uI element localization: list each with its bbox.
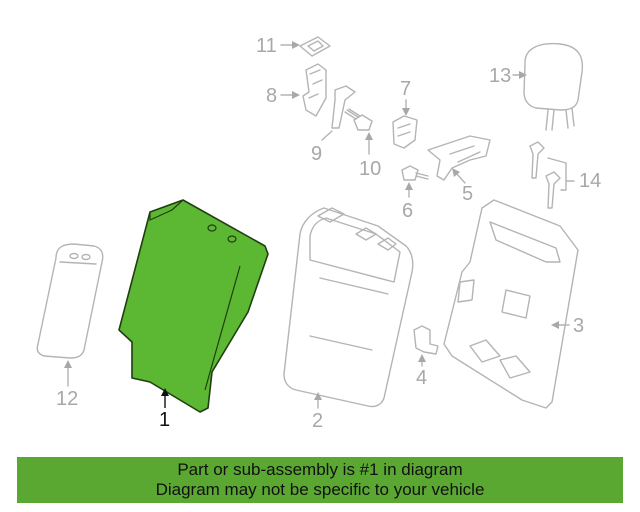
callout-14: 14: [547, 157, 601, 192]
callout-4: 4: [416, 354, 427, 389]
part-14-guides[interactable]: [529, 141, 561, 209]
part-1-seatback-pad[interactable]: [118, 199, 269, 413]
callout-12: 12: [56, 360, 78, 410]
callout-3: 3: [551, 315, 584, 337]
svg-text:6: 6: [402, 200, 413, 222]
svg-text:12: 12: [56, 388, 78, 410]
svg-text:9: 9: [311, 143, 322, 165]
part-6-screw[interactable]: [401, 165, 429, 181]
part-2-seatback-cover[interactable]: [283, 207, 414, 408]
svg-text:14: 14: [579, 170, 601, 192]
part-8-bracket[interactable]: [302, 63, 327, 117]
callout-9: 9: [311, 130, 333, 165]
callout-11: 11: [256, 35, 300, 57]
svg-text:8: 8: [266, 85, 277, 107]
part-12-bolster[interactable]: [36, 243, 104, 359]
highlighted-part[interactable]: [118, 199, 269, 413]
part-11-clip[interactable]: [299, 36, 331, 57]
callout-10: 10: [359, 132, 381, 180]
part-4-bracket[interactable]: [413, 325, 439, 355]
callout-1: 1: [159, 388, 170, 431]
svg-text:3: 3: [573, 315, 584, 337]
callout-5: 5: [452, 168, 473, 205]
part-7-latch[interactable]: [392, 115, 418, 149]
svg-text:2: 2: [312, 410, 323, 432]
callout-6: 6: [402, 182, 413, 222]
svg-text:11: 11: [256, 35, 277, 57]
part-3-back-panel[interactable]: [443, 199, 579, 409]
svg-text:7: 7: [400, 78, 411, 100]
callout-2: 2: [312, 392, 323, 432]
parts-diagram: 11 8 9 10 7: [36, 35, 601, 432]
callout-8: 8: [266, 85, 300, 107]
svg-text:5: 5: [462, 183, 473, 205]
info-banner: Part or sub-assembly is #1 in diagram Di…: [17, 457, 623, 503]
callout-7: 7: [400, 78, 411, 116]
part-13-headrest[interactable]: [523, 42, 584, 131]
part-5-hinge[interactable]: [427, 135, 491, 181]
banner-line-2: Diagram may not be specific to your vehi…: [155, 480, 485, 499]
svg-text:13: 13: [489, 65, 511, 87]
svg-text:10: 10: [359, 158, 381, 180]
callout-13: 13: [489, 65, 527, 87]
part-10-bolt[interactable]: [344, 108, 373, 131]
banner-line-1: Part or sub-assembly is #1 in diagram: [177, 460, 463, 479]
svg-text:4: 4: [416, 367, 427, 389]
part-9-strip[interactable]: [331, 85, 356, 129]
svg-text:1: 1: [159, 409, 170, 431]
